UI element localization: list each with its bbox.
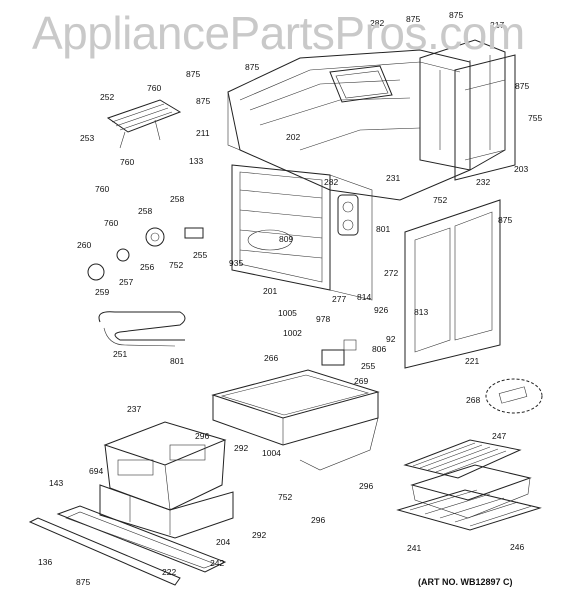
callout-752-b: 752 — [169, 260, 183, 270]
callout-760-b: 760 — [120, 157, 134, 167]
callout-875-h: 875 — [245, 62, 259, 72]
callout-813: 813 — [414, 307, 428, 317]
callout-211: 211 — [196, 128, 210, 138]
callout-259: 259 — [95, 287, 109, 297]
callout-253: 253 — [80, 133, 94, 143]
callout-296-b: 296 — [359, 481, 373, 491]
top-panel-282 — [329, 65, 393, 103]
convection-motor — [87, 227, 204, 281]
broil-element-252 — [106, 99, 182, 149]
oven-rack-241 — [396, 489, 542, 531]
callout-201: 201 — [263, 286, 277, 296]
callout-1002: 1002 — [283, 328, 302, 338]
callout-217: 217 — [490, 20, 504, 30]
callout-251: 251 — [113, 349, 127, 359]
callout-133: 133 — [189, 156, 203, 166]
callout-258-a: 258 — [170, 194, 184, 204]
drawer-frame-266 — [211, 369, 380, 471]
callout-760-d: 760 — [104, 218, 118, 228]
callout-292-a: 292 — [234, 443, 248, 453]
watermark: AppliancePartsPros.com — [32, 7, 525, 59]
callout-282-a: 282 — [370, 18, 384, 28]
callout-242: 242 — [210, 558, 224, 568]
callout-252: 252 — [100, 92, 114, 102]
callout-260: 260 — [77, 240, 91, 250]
drawer-front-222 — [56, 505, 227, 573]
callout-1004: 1004 — [262, 448, 281, 458]
door-panel-221 — [404, 199, 501, 369]
oven-cavity-201 — [231, 164, 373, 301]
callout-255-b: 255 — [361, 361, 375, 371]
callout-282-b: 282 — [324, 177, 338, 187]
callout-875-d: 875 — [196, 96, 210, 106]
callout-926: 926 — [374, 305, 388, 315]
callout-978: 978 — [316, 314, 330, 324]
detail-circle-268 — [485, 378, 543, 414]
callout-875-f: 875 — [498, 215, 512, 225]
callout-246: 246 — [510, 542, 524, 552]
callout-1005: 1005 — [278, 308, 297, 318]
drawer-handle-136 — [28, 517, 181, 586]
callout-292-b: 292 — [252, 530, 266, 540]
callout-202: 202 — [286, 132, 300, 142]
callout-760-c: 760 — [95, 184, 109, 194]
callout-760-a: 760 — [147, 83, 161, 93]
callout-272: 272 — [384, 268, 398, 278]
callout-237: 237 — [127, 404, 141, 414]
callout-266: 266 — [264, 353, 278, 363]
callout-755: 755 — [528, 113, 542, 123]
callout-875-e: 875 — [515, 81, 529, 91]
callout-269: 269 — [354, 376, 368, 386]
side-panel-203 — [454, 54, 516, 181]
callout-268: 268 — [466, 395, 480, 405]
callout-801-a: 801 — [376, 224, 390, 234]
switch-block-269 — [321, 339, 357, 366]
callout-875-c: 875 — [449, 10, 463, 20]
callout-752-a: 752 — [433, 195, 447, 205]
callout-935: 935 — [229, 258, 243, 268]
callout-247: 247 — [492, 431, 506, 441]
callout-806: 806 — [372, 344, 386, 354]
callout-801-b: 801 — [170, 356, 184, 366]
callout-255-a: 255 — [193, 250, 207, 260]
callout-814: 814 — [357, 292, 371, 302]
callout-296-a: 296 — [195, 431, 209, 441]
drawer-box-204 — [99, 484, 234, 539]
callout-203: 203 — [514, 164, 528, 174]
callout-257: 257 — [119, 277, 133, 287]
callout-875-a: 875 — [186, 69, 200, 79]
bake-element-251 — [98, 311, 186, 347]
callout-143: 143 — [49, 478, 63, 488]
bracket-801 — [337, 194, 359, 236]
callout-752-c: 752 — [278, 492, 292, 502]
broiler-pan-247 — [403, 439, 522, 479]
callout-875-b: 875 — [406, 14, 420, 24]
callout-241: 241 — [407, 543, 421, 553]
callout-694: 694 — [89, 466, 103, 476]
callout-222: 222 — [162, 567, 176, 577]
callout-809: 809 — [279, 234, 293, 244]
callout-296-c: 296 — [311, 515, 325, 525]
callout-232: 232 — [476, 177, 490, 187]
callout-204: 204 — [216, 537, 230, 547]
callout-875-g: 875 — [76, 577, 90, 587]
callout-277: 277 — [332, 294, 346, 304]
callout-136: 136 — [38, 557, 52, 567]
callout-256: 256 — [140, 262, 154, 272]
art-number: (ART NO. WB12897 C) — [418, 577, 513, 587]
callout-92: 92 — [386, 334, 396, 344]
callout-231: 231 — [386, 173, 400, 183]
callout-258-b: 258 — [138, 206, 152, 216]
callout-221: 221 — [465, 356, 479, 366]
